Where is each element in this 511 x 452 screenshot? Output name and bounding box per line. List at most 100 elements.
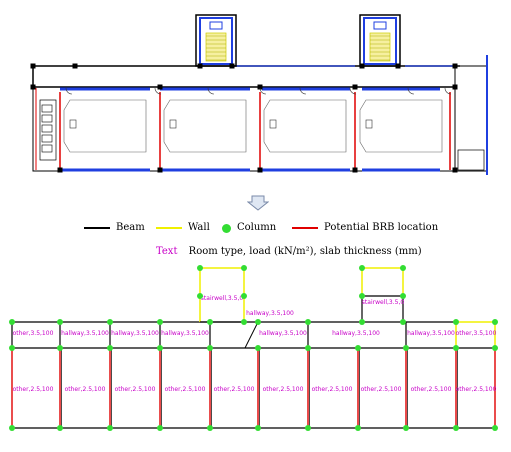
model-column-dot-2 xyxy=(57,345,63,351)
plan-toilet-stall xyxy=(41,134,53,143)
legend-wall-line xyxy=(156,227,182,229)
room-label-upper-0: other,3.5,100 xyxy=(13,330,54,337)
model-column-dot-22 xyxy=(9,319,15,325)
model-column-dot-24 xyxy=(107,319,113,325)
room-label-lower-8: other,2.5,100 xyxy=(411,386,452,393)
room-label-upper-1: hallway,3.5,100 xyxy=(61,330,109,337)
model-column-dot-27 xyxy=(241,319,247,325)
plan-sink-3 xyxy=(365,119,373,129)
plan-column-11 xyxy=(72,63,78,69)
plan-door-0 xyxy=(65,87,73,95)
legend-wall-label: Wall xyxy=(188,222,210,233)
legend: Beam Wall Column Potential BRB location xyxy=(84,221,504,237)
plan-door-3 xyxy=(259,87,267,95)
down-arrow-icon xyxy=(247,195,269,211)
model-column-dot-1 xyxy=(9,425,15,431)
model-column-dot-40 xyxy=(359,293,365,299)
plan-bench-2 xyxy=(263,99,347,153)
plan-drawing xyxy=(30,14,488,175)
plan-stair-0 xyxy=(195,14,237,67)
plan-toilet-stall xyxy=(41,114,53,123)
model-column-dot-23 xyxy=(57,319,63,325)
model-column-dot-18 xyxy=(453,345,459,351)
legend-brb: Potential BRB location xyxy=(292,221,438,235)
plan-column-10 xyxy=(452,167,458,173)
room-label-lower-1: other,2.5,100 xyxy=(65,386,106,393)
model-column-dot-28 xyxy=(255,319,261,325)
text-legend-description: Room type, load (kN/m²), slab thickness … xyxy=(188,246,422,257)
model-lines xyxy=(11,267,496,429)
model-column-dot-6 xyxy=(157,345,163,351)
room-label-stair-0: stairwell,3.5,0 xyxy=(201,295,244,302)
model-column-dot-38 xyxy=(359,265,365,271)
plan-column-6 xyxy=(57,167,63,173)
model-column-dot-15 xyxy=(355,425,361,431)
room-label-lower-4: other,2.5,100 xyxy=(214,386,255,393)
model-columns xyxy=(9,265,498,431)
model-column-dot-36 xyxy=(197,293,203,299)
plan-column-14 xyxy=(359,63,365,69)
model-column-dot-37 xyxy=(241,293,247,299)
plan-column-9 xyxy=(352,167,358,173)
plan-toilet-stall xyxy=(41,124,53,133)
plan-bench-1 xyxy=(163,99,247,153)
model-column-dot-26 xyxy=(207,319,213,325)
room-label-lower-0: other,2.5,100 xyxy=(13,386,54,393)
plan-column-3 xyxy=(257,84,263,90)
plan-column-2 xyxy=(157,84,163,90)
model-beam-diagonal xyxy=(244,321,259,349)
room-label-stair-1: stairwell,3.5,0 xyxy=(362,299,405,306)
model-column-dot-25 xyxy=(157,319,163,325)
plan-door-5 xyxy=(349,87,357,95)
text-legend: Text Room type, load (kN/m²), slab thick… xyxy=(156,246,422,257)
legend-beam: Beam xyxy=(84,221,145,235)
plan-sink-0 xyxy=(69,119,77,129)
model-column-dot-19 xyxy=(453,425,459,431)
plan-stair-inner-0 xyxy=(199,17,233,65)
model-column-dot-32 xyxy=(453,319,459,325)
legend-column: Column xyxy=(222,221,276,235)
plan-door-1 xyxy=(154,87,162,95)
model-column-dot-17 xyxy=(403,425,409,431)
model-column-dot-0 xyxy=(9,345,15,351)
legend-wall: Wall xyxy=(156,221,210,235)
room-label-hallway-top: hallway,3.5,100 xyxy=(246,310,294,317)
legend-column-dot xyxy=(222,223,231,233)
model-column-dot-34 xyxy=(197,265,203,271)
plan-bench-3 xyxy=(359,99,443,153)
plan-sink-2 xyxy=(269,119,277,129)
model-column-dot-10 xyxy=(255,345,261,351)
plan-column-8 xyxy=(257,167,263,173)
model-column-dot-11 xyxy=(255,425,261,431)
room-label-lower-6: other,2.5,100 xyxy=(312,386,353,393)
room-label-upper-4: hallway,3.5,100 xyxy=(259,330,307,337)
model-column-dot-4 xyxy=(107,345,113,351)
plan-column-4 xyxy=(352,84,358,90)
plan-column-7 xyxy=(157,167,163,173)
structural-model: other,3.5,100 hallway,3.5,100 hallway,3.… xyxy=(9,265,498,431)
plan-column-5 xyxy=(452,84,458,90)
model-column-dot-13 xyxy=(305,425,311,431)
model-column-dot-29 xyxy=(305,319,311,325)
room-label-upper-3: hallway,3.5,100 xyxy=(161,330,209,337)
plan-stair-landing-1 xyxy=(373,21,387,30)
model-column-dot-14 xyxy=(355,345,361,351)
model-column-dot-9 xyxy=(207,425,213,431)
legend-beam-line xyxy=(84,227,110,229)
room-label-lower-7: other,2.5,100 xyxy=(361,386,402,393)
plan-stair-steps-0 xyxy=(205,32,227,62)
plan-right-room xyxy=(457,149,485,171)
plan-column-13 xyxy=(229,63,235,69)
model-column-dot-7 xyxy=(157,425,163,431)
room-label-lower-2: other,2.5,100 xyxy=(115,386,156,393)
plan-sink-1 xyxy=(169,119,177,129)
plan-column-15 xyxy=(395,63,401,69)
plan-toilet-block xyxy=(39,99,57,161)
model-column-dot-8 xyxy=(207,345,213,351)
plan-toilet-stall xyxy=(41,104,53,113)
model-column-dot-30 xyxy=(359,319,365,325)
model-column-dot-41 xyxy=(400,293,406,299)
legend-beam-label: Beam xyxy=(116,222,145,233)
model-column-dot-21 xyxy=(492,425,498,431)
plan-column-12 xyxy=(197,63,203,69)
